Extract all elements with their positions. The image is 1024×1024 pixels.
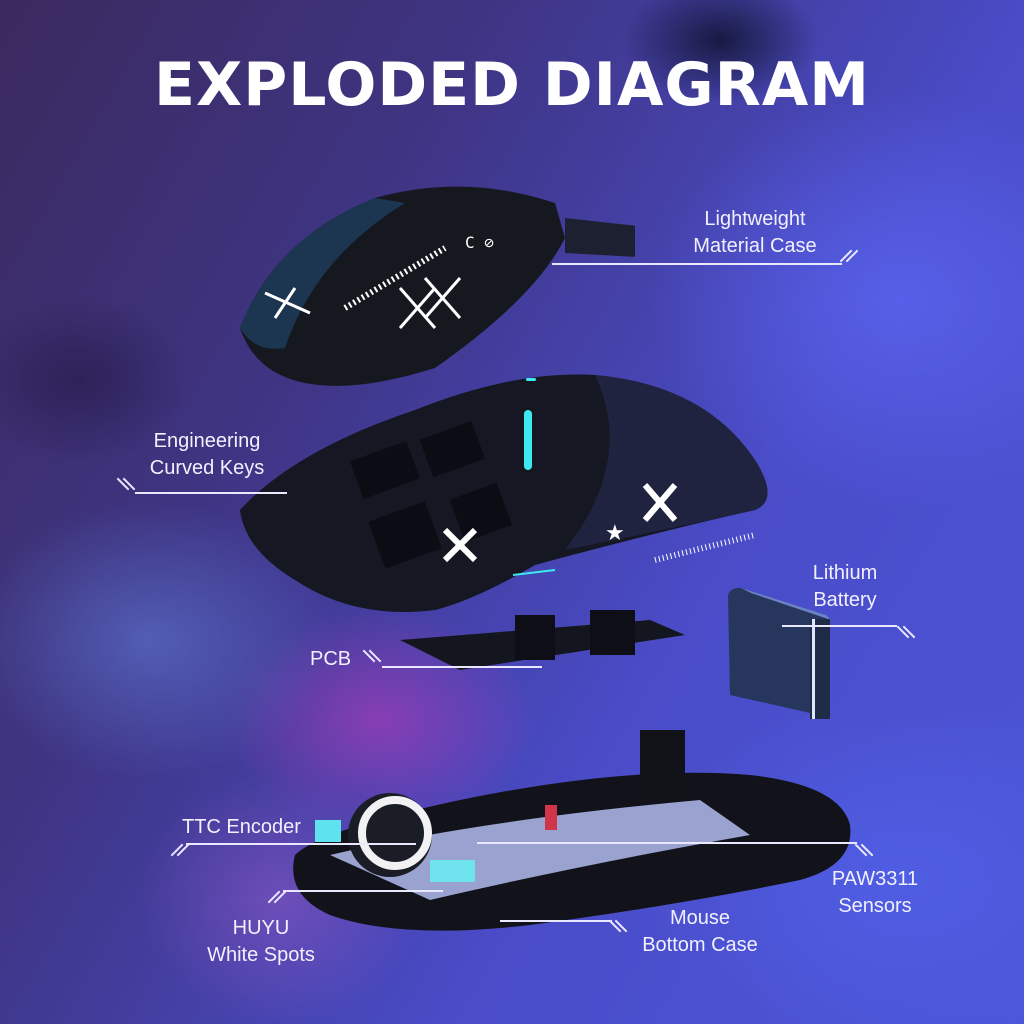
svg-text:C ⊘: C ⊘ <box>465 233 494 252</box>
label-huyu-white-spots: HUYU White Spots <box>207 917 315 966</box>
bottom-case-part <box>280 725 860 945</box>
battery-part <box>726 585 836 725</box>
label-mouse-bottom-case: Mouse Bottom Case <box>642 907 758 956</box>
svg-text:★: ★ <box>605 520 625 545</box>
pcb-part <box>400 600 690 680</box>
mouse-shell-part: ★ <box>235 360 780 630</box>
leader-line-case <box>552 263 842 265</box>
leader-line-switches <box>283 890 443 892</box>
leader-line-encoder <box>186 843 416 845</box>
label-ttc-encoder: TTC Encoder <box>182 816 301 838</box>
label-paw3311-sensors: PAW3311 Sensors <box>831 868 919 917</box>
label-pcb: PCB <box>310 648 352 670</box>
label-curved-keys: Engineering Curved Keys <box>149 430 265 479</box>
leader-line-keys <box>135 492 287 494</box>
top-case-part: C ⊘ <box>235 178 635 393</box>
label-lightweight-case: Lightweight Material Case <box>693 208 817 257</box>
leader-line-bottom <box>500 920 612 922</box>
page-title: EXPLODED DIAGRAM <box>154 50 870 120</box>
leader-line-pcb <box>382 666 542 668</box>
leader-line-battery <box>782 625 897 627</box>
leader-line-sensor <box>477 842 857 844</box>
label-lithium-battery: Lithium Battery <box>812 562 878 611</box>
